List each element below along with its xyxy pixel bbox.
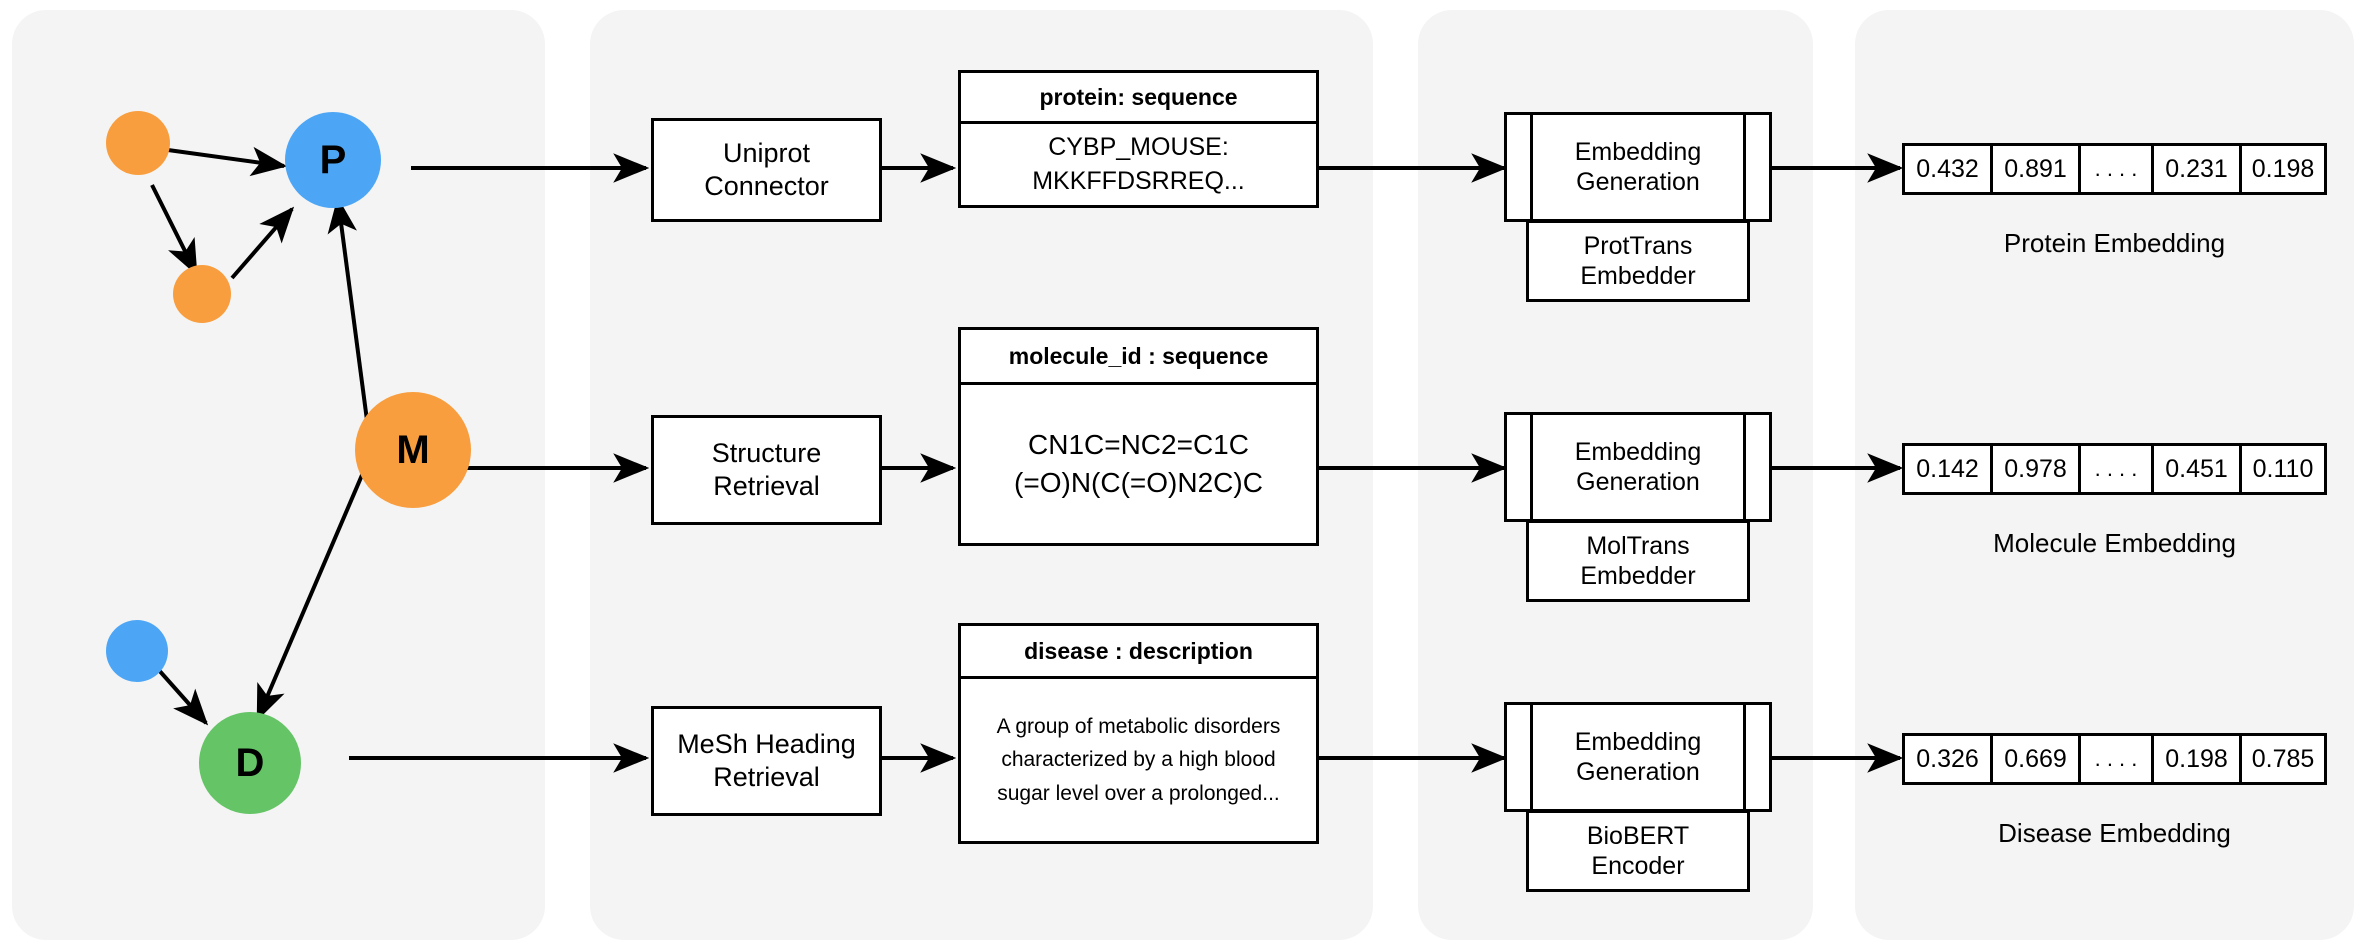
protein-embedding-vector: 0.432 0.891 . . . . 0.231 0.198: [1902, 143, 2327, 195]
record-line-1: A group of metabolic disorders: [996, 714, 1281, 738]
vector-cell: 0.432: [1902, 143, 1990, 195]
record-line-1: CYBP_MOUSE:: [1048, 133, 1229, 161]
graph-node-orange-small-mid[interactable]: [173, 265, 231, 323]
molecule-record-header: molecule_id : sequence: [961, 330, 1316, 385]
prottrans-embedder-box[interactable]: ProtTrans Embedder: [1526, 220, 1750, 302]
record-line-1: CN1C=NC2=C1C: [1028, 429, 1249, 461]
graph-node-protein[interactable]: P: [285, 112, 381, 208]
protein-embedding-label: Protein Embedding: [2003, 228, 2226, 258]
record-line-2: characterized by a high blood: [1001, 748, 1276, 772]
record-line-2: (=O)N(C(=O)N2C)C: [1014, 467, 1263, 498]
graph-node-label: D: [235, 740, 265, 785]
uniprot-connector-box[interactable]: Uniprot Connector: [651, 118, 882, 222]
structure-retrieval-label: Structure Retrieval: [712, 437, 822, 503]
protein-record-header: protein: sequence: [961, 73, 1316, 124]
component-sub-line-1: MolTrans: [1586, 531, 1690, 560]
vector-ellipsis: . . . .: [2078, 143, 2151, 195]
component-sub-line-1: ProtTrans: [1583, 231, 1693, 260]
component-sub-line-1: BioBERT: [1586, 821, 1690, 850]
record-line-3: sugar level over a prolonged...: [997, 781, 1280, 805]
component-title-line-2: Generation: [1576, 168, 1700, 196]
connector-line-2: Connector: [704, 171, 829, 201]
protein-record-box[interactable]: protein: sequence CYBP_MOUSE: MKKFFDSRRE…: [958, 70, 1319, 208]
component-sub-line-2: Encoder: [1591, 852, 1685, 880]
component-sub-line-2: Embedder: [1580, 562, 1696, 590]
disease-embedding-generation-box[interactable]: Embedding Generation: [1530, 702, 1746, 812]
mesh-heading-retrieval-label: MeSh Heading Retrieval: [677, 728, 856, 794]
graph-node-molecule[interactable]: M: [355, 392, 471, 508]
graph-node-blue-small[interactable]: [106, 620, 168, 682]
graph-node-disease[interactable]: D: [199, 712, 301, 814]
component-title-line-1: Embedding: [1574, 727, 1702, 756]
protein-embedding-generation-box[interactable]: Embedding Generation: [1530, 112, 1746, 222]
disease-embedding-label: Disease Embedding: [1998, 818, 2231, 848]
connector-line-1: Structure: [711, 438, 822, 469]
connector-line-2: Retrieval: [713, 471, 820, 501]
disease-record-body: A group of metabolic disorders character…: [961, 679, 1316, 841]
vector-cell: 0.198: [2239, 143, 2327, 195]
component-title-line-2: Generation: [1576, 758, 1700, 786]
molecule-embedding-component[interactable]: Embedding Generation MolTrans Embedder: [1504, 412, 1772, 602]
molecule-embedding-label: Molecule Embedding: [1993, 528, 2236, 558]
vector-cell: 0.326: [1902, 733, 1990, 785]
disease-embedding-vector: 0.326 0.669 . . . . 0.198 0.785: [1902, 733, 2327, 785]
graph-node-label: P: [319, 137, 347, 182]
structure-retrieval-box[interactable]: Structure Retrieval: [651, 415, 882, 525]
molecule-record-box[interactable]: molecule_id : sequence CN1C=NC2=C1C (=O)…: [958, 327, 1319, 546]
disease-record-header: disease : description: [961, 626, 1316, 679]
protein-record-body: CYBP_MOUSE: MKKFFDSRREQ...: [961, 124, 1316, 205]
component-title-line-1: Embedding: [1574, 137, 1702, 166]
disease-record-box[interactable]: disease : description A group of metabol…: [958, 623, 1319, 844]
vector-ellipsis: . . . .: [2078, 733, 2151, 785]
vector-ellipsis: . . . .: [2078, 443, 2151, 495]
connector-line-2: Retrieval: [713, 762, 820, 792]
moltrans-embedder-box[interactable]: MolTrans Embedder: [1526, 520, 1750, 602]
connector-line-1: Uniprot: [722, 138, 811, 169]
record-line-2: MKKFFDSRREQ...: [1032, 166, 1245, 195]
vector-cell: 0.669: [1990, 733, 2078, 785]
molecule-embedding-vector: 0.142 0.978 . . . . 0.451 0.110: [1902, 443, 2327, 495]
vector-cell: 0.785: [2239, 733, 2327, 785]
vector-cell: 0.231: [2151, 143, 2239, 195]
uniprot-connector-label: Uniprot Connector: [704, 137, 829, 203]
molecule-embedding-generation-box[interactable]: Embedding Generation: [1530, 412, 1746, 522]
component-sub-line-2: Embedder: [1580, 262, 1696, 290]
disease-embedding-component[interactable]: Embedding Generation BioBERT Encoder: [1504, 702, 1772, 892]
molecule-record-body: CN1C=NC2=C1C (=O)N(C(=O)N2C)C: [961, 385, 1316, 543]
connector-line-1: MeSh Heading: [677, 729, 856, 760]
graph-node-label: M: [396, 427, 430, 472]
protein-embedding-component[interactable]: Embedding Generation ProtTrans Embedder: [1504, 112, 1772, 302]
component-title-line-1: Embedding: [1574, 437, 1702, 466]
vector-cell: 0.978: [1990, 443, 2078, 495]
biobert-encoder-box[interactable]: BioBERT Encoder: [1526, 810, 1750, 892]
vector-cell: 0.891: [1990, 143, 2078, 195]
component-title-line-2: Generation: [1576, 468, 1700, 496]
vector-cell: 0.451: [2151, 443, 2239, 495]
vector-cell: 0.198: [2151, 733, 2239, 785]
mesh-heading-retrieval-box[interactable]: MeSh Heading Retrieval: [651, 706, 882, 816]
graph-node-orange-small-top[interactable]: [106, 111, 170, 175]
vector-cell: 0.142: [1902, 443, 1990, 495]
vector-cell: 0.110: [2239, 443, 2327, 495]
